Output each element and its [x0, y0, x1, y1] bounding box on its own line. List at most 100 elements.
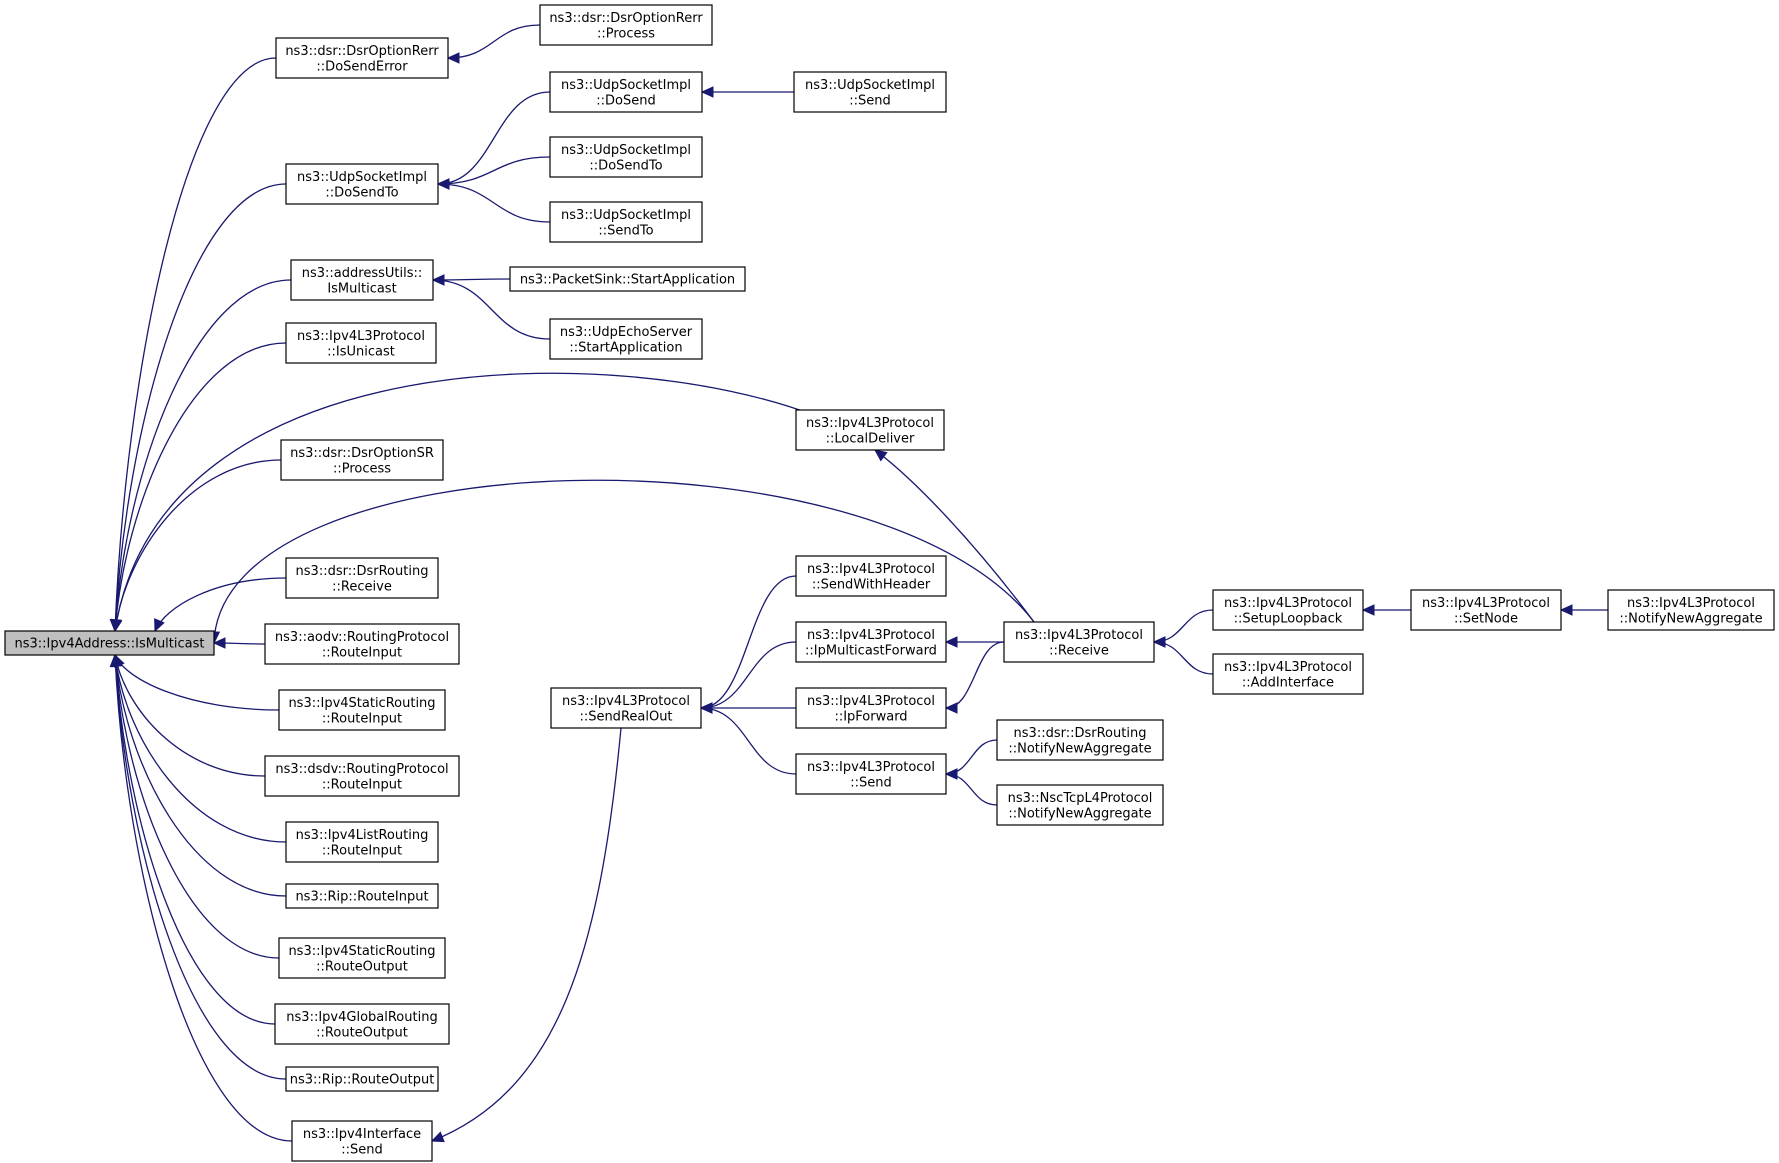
node-box	[274, 1003, 450, 1045]
node-label: ::RouteOutput	[316, 959, 408, 974]
node-n-isunicast[interactable]: ns3::Ipv4L3Protocol::IsUnicast	[285, 322, 437, 364]
node-label: ::DoSendError	[316, 59, 408, 74]
node-label: ::IpMulticastForward	[805, 643, 937, 658]
node-label: ::IsUnicast	[327, 344, 395, 359]
edge-n-listrouting-to-root	[114, 654, 287, 843]
node-label: ns3::Ipv4L3Protocol	[562, 694, 690, 709]
node-label: ns3::UdpSocketImpl	[561, 78, 691, 93]
node-n-ipmcast[interactable]: ns3::Ipv4L3Protocol::IpMulticastForward	[795, 621, 947, 663]
node-box	[275, 37, 449, 79]
node-n-udp-dosend[interactable]: ns3::UdpSocketImpl::DoSend	[549, 71, 703, 113]
edge-n-iface-send-to-root-arrowhead	[109, 653, 122, 667]
node-label: ns3::dsr::DsrRouting	[296, 564, 429, 579]
node-box	[996, 784, 1164, 826]
node-box	[549, 71, 703, 113]
edge-n-receive-to-n-ipmcast-arrowhead	[944, 636, 958, 648]
node-n-udp-send[interactable]: ns3::UdpSocketImpl::Send	[793, 71, 947, 113]
edge-n-dsr-nna-to-n-l3send	[945, 739, 998, 775]
node-n-udpecho[interactable]: ns3::UdpEchoServer::StartApplication	[549, 318, 703, 360]
node-n-sendwithheader[interactable]: ns3::Ipv4L3Protocol::SendWithHeader	[795, 555, 947, 597]
node-label: ::SetupLoopback	[1234, 611, 1343, 626]
node-box	[291, 1120, 433, 1162]
edge-n-iface-send-to-root	[114, 654, 293, 1142]
node-n-iface-send[interactable]: ns3::Ipv4Interface::Send	[291, 1120, 433, 1162]
node-n-udp-dosendto[interactable]: ns3::UdpSocketImpl::DoSendTo	[285, 163, 439, 205]
node-label: IsMulticast	[327, 281, 396, 296]
edge-n-l3-nna-to-n-setnode-arrowhead	[1559, 604, 1573, 616]
node-n-aodv[interactable]: ns3::aodv::RoutingProtocol::RouteInput	[264, 623, 460, 665]
node-label: ::AddInterface	[1242, 675, 1334, 690]
edge-n-receive-to-n-localdeliver	[874, 449, 1035, 623]
edge-n-dsrsr-to-root-arrowhead	[110, 618, 123, 633]
node-n-static-out[interactable]: ns3::Ipv4StaticRouting::RouteOutput	[278, 937, 446, 979]
node-n-sendrealout[interactable]: ns3::Ipv4L3Protocol::SendRealOut	[550, 687, 702, 729]
node-n-global-out[interactable]: ns3::Ipv4GlobalRouting::RouteOutput	[274, 1003, 450, 1045]
node-label: ::Process	[597, 26, 655, 41]
node-n-rip-in[interactable]: ns3::Rip::RouteInput	[285, 883, 439, 909]
node-label: ns3::Ipv4L3Protocol	[806, 416, 934, 431]
edge-n-l3send-to-n-sendrealout	[700, 707, 797, 775]
node-label: ::SendRealOut	[579, 709, 672, 724]
node-label: ns3::UdpSocketImpl	[805, 78, 935, 93]
node-box	[1212, 653, 1364, 695]
node-n-ipforward[interactable]: ns3::Ipv4L3Protocol::IpForward	[795, 687, 947, 729]
node-label: ::RouteInput	[322, 711, 402, 726]
node-n-dsrsr[interactable]: ns3::dsr::DsrOptionSR::Process	[280, 439, 444, 481]
node-box	[285, 1066, 439, 1092]
edge-n-l3send-to-n-sendrealout-arrowhead	[699, 702, 713, 714]
node-box	[264, 623, 460, 665]
edge-n-isunicast-to-root	[114, 342, 287, 632]
edge-n-setuploopback-to-n-receive	[1153, 609, 1214, 643]
node-n-setnode[interactable]: ns3::Ipv4L3Protocol::SetNode	[1410, 589, 1562, 631]
node-label: ns3::UdpSocketImpl	[561, 208, 691, 223]
node-box	[549, 318, 703, 360]
node-label: ns3::UdpEchoServer	[560, 325, 693, 340]
node-n-udp-dosendto2[interactable]: ns3::UdpSocketImpl::DoSendTo	[549, 136, 703, 178]
node-box	[795, 555, 947, 597]
node-n-dsr-nna[interactable]: ns3::dsr::DsrRouting::NotifyNewAggregate	[996, 719, 1164, 761]
edge-n-udp-sendto-to-n-udp-dosendto-arrowhead	[436, 178, 450, 190]
node-label: ::DoSendTo	[589, 158, 662, 173]
node-label: ::DoSendTo	[325, 185, 398, 200]
node-label: ns3::dsdv::RoutingProtocol	[275, 762, 448, 777]
node-n-dsrrerr-dosenderror[interactable]: ns3::dsr::DsrOptionRerr::DoSendError	[275, 37, 449, 79]
node-root[interactable]: ns3::Ipv4Address::IsMulticast	[4, 630, 215, 656]
node-n-listrouting[interactable]: ns3::Ipv4ListRouting::RouteInput	[285, 821, 439, 863]
node-n-dsdv[interactable]: ns3::dsdv::RoutingProtocol::RouteInput	[264, 755, 460, 797]
node-box	[549, 136, 703, 178]
node-label: ns3::Ipv4Address::IsMulticast	[15, 637, 205, 652]
node-n-addrutils[interactable]: ns3::addressUtils::IsMulticast	[290, 259, 434, 301]
node-n-dsrrouting-receive[interactable]: ns3::dsr::DsrRouting::Receive	[285, 557, 439, 599]
node-label: ns3::addressUtils::	[302, 266, 423, 281]
edge-n-ipmcast-to-n-sendrealout	[700, 641, 797, 709]
node-n-l3send[interactable]: ns3::Ipv4L3Protocol::Send	[795, 753, 947, 795]
node-label: ns3::dsr::DsrOptionRerr	[285, 44, 439, 59]
node-box	[280, 439, 444, 481]
node-label: ::RouteOutput	[316, 1025, 408, 1040]
node-label: ns3::Ipv4L3Protocol	[1224, 596, 1352, 611]
edge-n-rip-out-to-root	[114, 654, 287, 1080]
node-n-static-in[interactable]: ns3::Ipv4StaticRouting::RouteInput	[278, 689, 446, 731]
node-label: ns3::Ipv4Interface	[303, 1127, 421, 1142]
node-label: ::NotifyNewAggregate	[1008, 741, 1151, 756]
node-n-l3-nna[interactable]: ns3::Ipv4L3Protocol::NotifyNewAggregate	[1607, 589, 1775, 631]
node-n-receive[interactable]: ns3::Ipv4L3Protocol::Receive	[1003, 621, 1155, 663]
node-label: ::NotifyNewAggregate	[1619, 611, 1762, 626]
node-n-packetsink[interactable]: ns3::PacketSink::StartApplication	[509, 266, 746, 292]
node-box	[285, 821, 439, 863]
node-n-setuploopback[interactable]: ns3::Ipv4L3Protocol::SetupLoopback	[1212, 589, 1364, 631]
node-label: ns3::Ipv4L3Protocol	[807, 628, 935, 643]
node-label: ::RouteInput	[322, 645, 402, 660]
node-n-nsc-nna[interactable]: ns3::NscTcpL4Protocol::NotifyNewAggregat…	[996, 784, 1164, 826]
node-n-addinterface[interactable]: ns3::Ipv4L3Protocol::AddInterface	[1212, 653, 1364, 695]
edge-n-addinterface-to-n-receive-arrowhead	[1152, 636, 1166, 648]
node-label: ns3::PacketSink::StartApplication	[520, 273, 735, 288]
node-n-udp-sendto[interactable]: ns3::UdpSocketImpl::SendTo	[549, 201, 703, 243]
node-box	[550, 687, 702, 729]
node-box	[285, 163, 439, 205]
node-n-localdeliver[interactable]: ns3::Ipv4L3Protocol::LocalDeliver	[795, 409, 945, 451]
node-box	[1003, 621, 1155, 663]
node-box	[793, 71, 947, 113]
node-n-dsrrerr-process[interactable]: ns3::dsr::DsrOptionRerr::Process	[539, 4, 713, 46]
node-n-rip-out[interactable]: ns3::Rip::RouteOutput	[285, 1066, 439, 1092]
